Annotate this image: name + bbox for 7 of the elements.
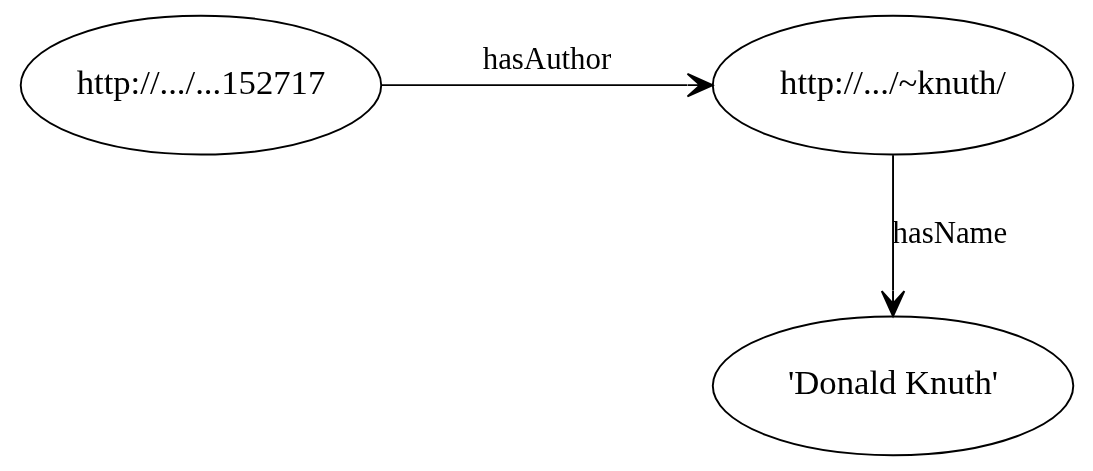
arrow — [880, 154, 905, 318]
node-ellipse: http://.../~knuth/ — [711, 14, 1074, 156]
edge-label: hasAuthor — [482, 42, 611, 77]
edge-label: hasName — [892, 215, 1007, 250]
node-ellipse: http://.../...152717 — [19, 14, 382, 156]
arrow — [380, 72, 714, 98]
node-ellipse: 'Donald Knuth' — [711, 315, 1074, 457]
